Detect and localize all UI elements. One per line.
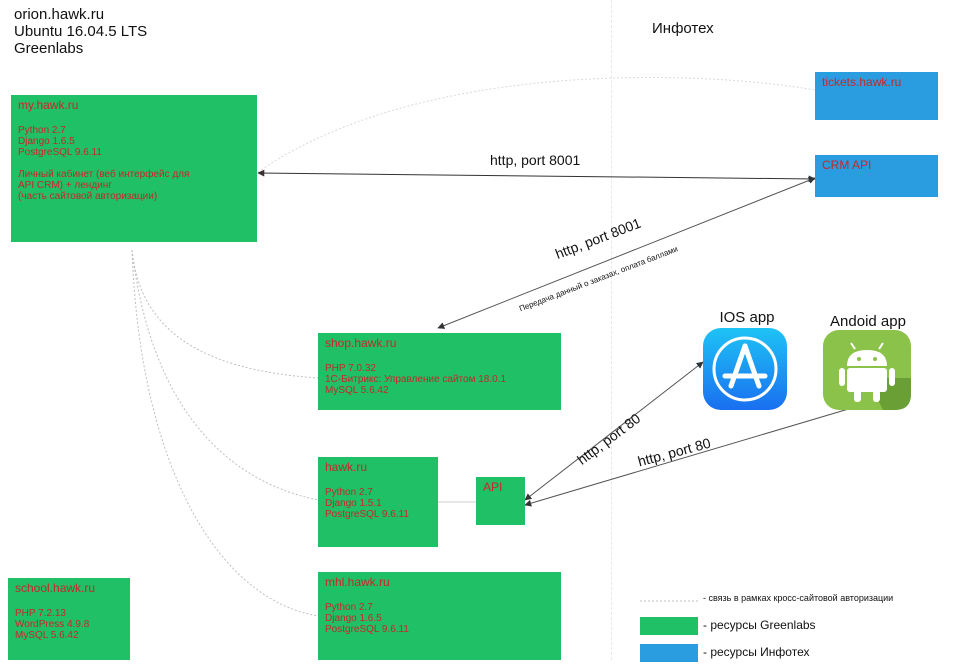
box-crm-api: CRM API <box>815 155 938 197</box>
legend-cross-site: - связь в рамках кросс-сайтовой авториза… <box>703 593 894 603</box>
box-line: MySQL 5.6.42 <box>15 630 79 641</box>
cross-site-link-tickets <box>257 77 816 173</box>
box-title: my.hawk.ru <box>18 98 79 112</box>
cross-site-link-mhl <box>131 249 319 617</box>
box-title: school.hawk.ru <box>15 581 96 595</box>
box-title: API <box>483 480 503 494</box>
box-line: Python 2.7 <box>18 125 66 136</box>
box-my-hawk: my.hawk.ru Python 2.7 Django 1.6.5 Postg… <box>11 95 257 242</box>
server-org: Greenlabs <box>14 40 84 57</box>
android-app-label: Andoid app <box>830 313 906 330</box>
arrow-api-android <box>524 403 863 507</box>
legend-swatch-greenlabs <box>640 617 698 635</box>
box-tickets-hawk: tickets.hawk.ru <box>815 72 938 120</box>
box-title: tickets.hawk.ru <box>822 75 902 89</box>
server-os: Ubuntu 16.04.5 LTS <box>14 23 148 40</box>
label-my-crm: http, port 8001 <box>490 152 581 168</box>
box-title: hawk.ru <box>325 460 368 474</box>
box-line: API CRM) + лендинг <box>18 180 112 191</box>
box-shop-hawk: shop.hawk.ru PHP 7.0.32 1С-Битрикс: Упра… <box>318 333 561 410</box>
arrow-crm-shop <box>437 177 816 329</box>
cross-site-link-shop <box>131 249 319 379</box>
cross-site-link-hawk <box>131 249 319 501</box>
box-line: WordPress 4.9.8 <box>15 619 90 630</box>
box-line: Django 1.6.5 <box>18 136 75 147</box>
box-line: Личный кабинет (веб интерфейс для <box>18 169 190 180</box>
box-line: Python 2.7 <box>325 602 373 613</box>
box-mhl-hawk: mhl.hawk.ru Python 2.7 Django 1.6.5 Post… <box>318 572 561 660</box>
box-line: MySQL 5.6.42 <box>325 385 389 396</box>
box-line: PostgreSQL 9.6.11 <box>18 147 102 158</box>
box-school-hawk: school.hawk.ru PHP 7.2.13 WordPress 4.9.… <box>8 578 130 660</box>
server-info: orion.hawk.ru Ubuntu 16.04.5 LTS Greenla… <box>14 6 147 57</box>
box-title: shop.hawk.ru <box>325 336 397 350</box>
android-icon <box>823 330 911 410</box>
box-line: PostgreSQL 9.6.11 <box>325 509 409 520</box>
box-line: Django 1.5.1 <box>325 498 382 509</box>
box-line: 1С-Битрикс: Управление сайтом 18.0.1 <box>325 374 507 385</box>
ios-app-label: IOS app <box>719 309 775 326</box>
box-line: (часть сайтовой авторизации) <box>18 191 158 202</box>
box-title: mhl.hawk.ru <box>325 575 390 589</box>
box-line: Django 1.6.5 <box>325 613 382 624</box>
box-api: API <box>476 477 525 525</box>
legend-infotech: - ресурсы Инфотех <box>703 645 810 659</box>
box-hawk: hawk.ru Python 2.7 Django 1.5.1 PostgreS… <box>318 457 438 547</box>
server-host: orion.hawk.ru <box>14 6 105 23</box>
box-line: Python 2.7 <box>325 487 373 498</box>
arrow-my-crm <box>257 169 816 183</box>
zone-divider <box>611 0 612 660</box>
box-line: PostgreSQL 9.6.11 <box>325 624 409 635</box>
app-store-icon <box>703 328 787 410</box>
box-line: PHP 7.0.32 <box>325 363 376 374</box>
box-title: CRM API <box>822 158 872 172</box>
infotech-title: Инфотех <box>652 20 714 37</box>
legend-greenlabs: - ресурсы Greenlabs <box>703 618 816 632</box>
box-line <box>18 158 250 169</box>
box-line: PHP 7.2.13 <box>15 608 66 619</box>
legend-swatch-infotech <box>640 644 698 662</box>
